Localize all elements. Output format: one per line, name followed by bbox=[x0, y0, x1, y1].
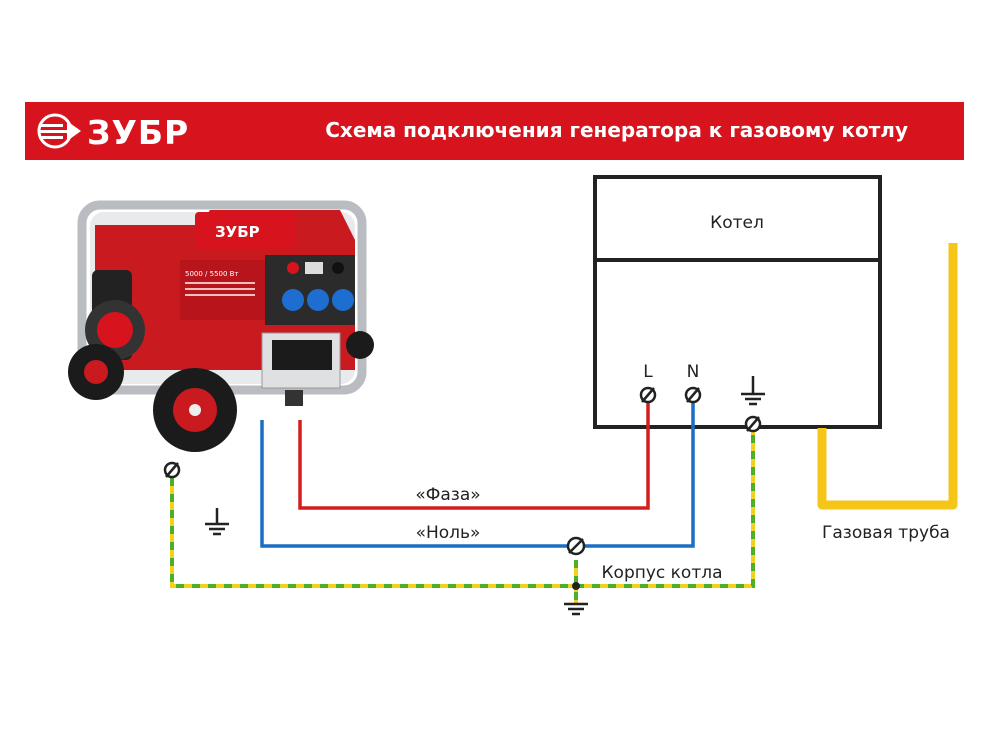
terminal-neutral-bond bbox=[566, 536, 586, 556]
boiler-label: Котел bbox=[710, 213, 764, 233]
page-title: Схема подключения генератора к газовому … bbox=[325, 118, 908, 142]
neutral-label: «Ноль» bbox=[416, 523, 481, 543]
terminal-N-label: N bbox=[687, 362, 700, 382]
gas-pipe-label: Газовая труба bbox=[822, 523, 950, 543]
terminal-ground-boiler bbox=[744, 415, 762, 433]
terminal-L: L bbox=[639, 362, 657, 404]
generator-model-label: 5000 / 5500 Вт bbox=[185, 270, 239, 278]
ground-symbol-icon bbox=[205, 508, 229, 536]
phase-label: «Фаза» bbox=[415, 485, 480, 505]
gas-pipe bbox=[817, 243, 958, 510]
boiler-box: Котел bbox=[593, 175, 882, 429]
terminal-generator-ground bbox=[163, 461, 181, 479]
brand-logo: ЗУБР bbox=[35, 111, 225, 152]
brand-name: ЗУБР bbox=[87, 113, 190, 152]
header-banner: ЗУБР Схема подключения генератора к газо… bbox=[25, 102, 964, 160]
boiler-body-label: Корпус котла bbox=[601, 563, 722, 583]
terminal-L-label: L bbox=[643, 362, 653, 382]
brand-arrow-icon bbox=[37, 113, 81, 149]
ground-symbol-icon bbox=[564, 602, 588, 616]
generator-illustration: ЗУБР 5000 / 5500 Вт bbox=[68, 200, 374, 452]
ground-junction-dot bbox=[572, 582, 580, 590]
ground-symbol-icon bbox=[741, 376, 765, 406]
generator-brand: ЗУБР bbox=[215, 223, 260, 241]
terminal-N: N bbox=[684, 362, 702, 404]
phase-wire bbox=[298, 400, 650, 510]
neutral-wire bbox=[260, 400, 695, 548]
